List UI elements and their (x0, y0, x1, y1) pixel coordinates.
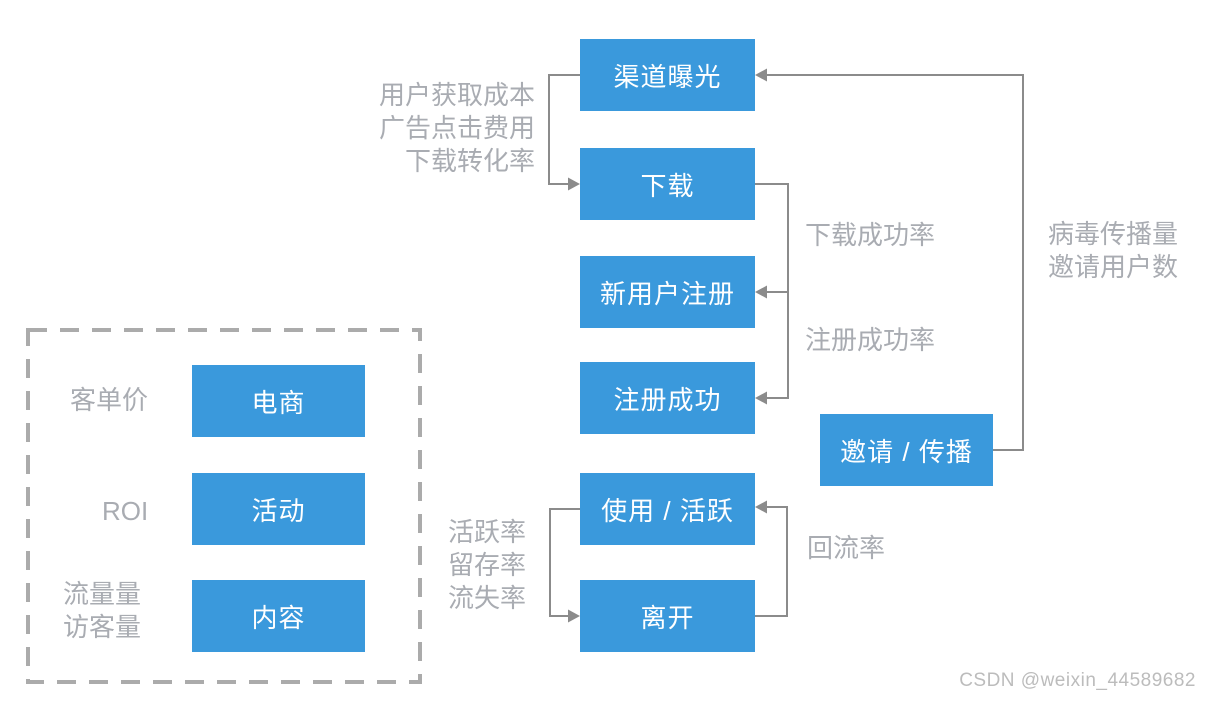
label-acquisition-metrics: 用户获取成本 广告点击费用 下载转化率 (345, 79, 535, 178)
node-download: 下载 (580, 148, 755, 220)
label-download-success-rate: 下载成功率 (805, 220, 936, 250)
label-viral-metrics: 病毒传播量 邀请用户数 (1048, 218, 1178, 284)
arrowhead-into-register-success (755, 391, 767, 405)
label-line: 广告点击费用 (378, 113, 535, 143)
label-return-rate: 回流率 (807, 533, 886, 563)
csdn-watermark: CSDN @weixin_44589682 (959, 670, 1196, 691)
connector-channel-to-download (548, 74, 580, 185)
label-line: 访客量 (63, 612, 142, 642)
connector-active-to-leave (549, 508, 580, 617)
label-traffic-metrics: 流量量 访客量 (63, 578, 141, 644)
arrowhead-into-new-user-register (755, 285, 767, 299)
label-engagement-metrics: 活跃率 留存率 流失率 (448, 516, 526, 615)
connector-leave-to-active (755, 506, 788, 617)
connector-invite-to-channel (767, 74, 1024, 451)
label-line: 邀请用户数 (1048, 252, 1179, 282)
label-line: 下载转化率 (404, 146, 535, 176)
node-content: 内容 (192, 580, 365, 652)
label-register-success-rate: 注册成功率 (805, 325, 936, 355)
arrowhead-into-download (568, 177, 580, 191)
node-invite-spread: 邀请 / 传播 (820, 414, 993, 486)
arrowhead-into-channel-exposure (755, 68, 767, 82)
label-roi: ROI (102, 496, 149, 526)
arrowhead-into-leave (568, 609, 580, 623)
node-register-success: 注册成功 (580, 362, 755, 434)
node-activity: 活动 (192, 473, 365, 545)
label-line: 病毒传播量 (1048, 219, 1179, 249)
connector-download-branches (755, 183, 789, 399)
node-channel-exposure: 渠道曝光 (580, 39, 755, 111)
dashed-group-border (26, 328, 422, 684)
arrowhead-into-use-active (755, 500, 767, 514)
label-line: 用户获取成本 (378, 80, 535, 110)
node-new-user-register: 新用户注册 (580, 256, 755, 328)
label-line: 流量量 (63, 579, 142, 609)
label-line: 活跃率 (448, 517, 527, 547)
label-customer-price: 客单价 (70, 385, 149, 415)
node-ecommerce: 电商 (192, 365, 365, 437)
label-line: 流失率 (448, 583, 527, 613)
node-leave: 离开 (580, 580, 755, 652)
node-use-active: 使用 / 活跃 (580, 473, 755, 545)
label-line: 留存率 (448, 550, 527, 580)
